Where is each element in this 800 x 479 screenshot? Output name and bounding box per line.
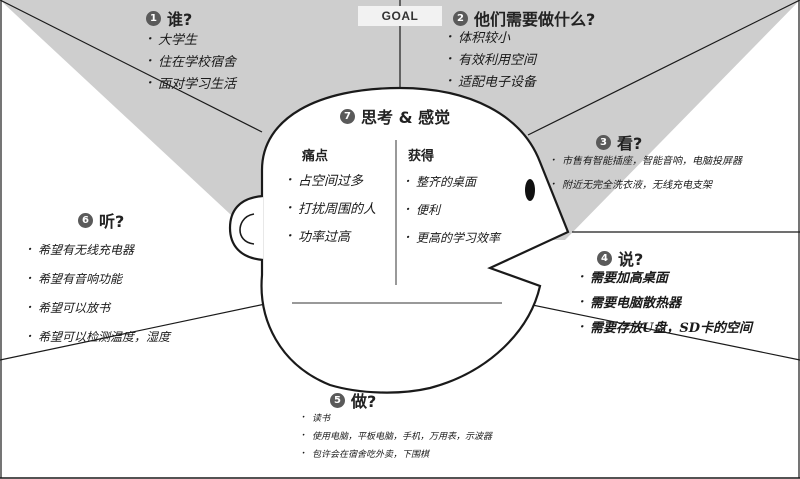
list-item: 便利 xyxy=(404,195,500,224)
list-item: 更高的学习效率 xyxy=(404,223,500,252)
list-item: 适配电子设备 xyxy=(446,71,536,94)
section-number-badge: 4 xyxy=(597,250,612,266)
section-hear-title: 6 听? xyxy=(78,208,124,232)
section-say-notes: 需要加高桌面 需要电脑散热器 需要存放U盘，SD卡的空间 xyxy=(578,265,752,341)
list-item: 大学生 xyxy=(146,29,236,52)
list-item: 包许会在宿舍吃外卖，下围棋 xyxy=(300,445,492,464)
section-who-title: 1 谁? xyxy=(146,6,192,30)
list-item: 整齐的桌面 xyxy=(404,167,500,196)
list-item: 体积较小 xyxy=(446,27,536,50)
section-needs-notes: 体积较小 有效利用空间 适配电子设备 xyxy=(446,27,536,94)
section-say-title: 4 说? xyxy=(597,246,643,270)
list-item: 打扰周围的人 xyxy=(286,195,376,224)
section-say-label: 说? xyxy=(618,250,644,269)
list-item: 有效利用空间 xyxy=(446,49,536,72)
gains-heading: 获得 xyxy=(408,149,435,164)
list-item: 读书 xyxy=(300,409,492,428)
list-item: 希望有音响功能 xyxy=(26,264,170,294)
list-item: 附近无完全洗衣液，无线充电支架 xyxy=(550,173,742,198)
section-do-label: 做? xyxy=(351,392,377,411)
list-item: 占空间过多 xyxy=(286,167,376,196)
list-item: 面对学习生活 xyxy=(146,73,236,96)
section-do-notes: 读书 使用电脑，平板电脑，手机，万用表，示波器 包许会在宿舍吃外卖，下围棋 xyxy=(300,409,492,464)
section-needs-label: 他们需要做什么? xyxy=(474,10,596,29)
section-who-label: 谁? xyxy=(167,10,193,29)
section-think-title: 7 思考 & 感觉 xyxy=(340,104,450,128)
ear-inner xyxy=(239,213,255,245)
list-item: 希望可以放书 xyxy=(26,293,170,323)
ear-outline xyxy=(228,194,264,262)
list-item: 市售有智能插座，智能音响，电脑投屏器 xyxy=(550,149,742,174)
section-number-badge: 7 xyxy=(340,108,355,124)
list-item: 希望可以检测温度，湿度 xyxy=(26,322,170,352)
section-see-notes: 市售有智能插座，智能音响，电脑投屏器 附近无完全洗衣液，无线充电支架 xyxy=(550,149,742,198)
section-number-badge: 5 xyxy=(330,392,345,408)
section-needs-title: 2 他们需要做什么? xyxy=(453,6,595,30)
list-item: 使用电脑，平板电脑，手机，万用表，示波器 xyxy=(300,427,492,446)
section-hear-notes: 希望有无线充电器 希望有音响功能 希望可以放书 希望可以检测温度，湿度 xyxy=(26,235,170,352)
list-item: 需要加高桌面 xyxy=(578,265,752,291)
gains-list: 整齐的桌面 便利 更高的学习效率 xyxy=(404,167,500,252)
eye xyxy=(525,179,535,201)
section-who-notes: 大学生 住在学校宿舍 面对学习生活 xyxy=(146,29,236,96)
goal-label: GOAL xyxy=(358,6,442,26)
section-see-title: 3 看? xyxy=(596,130,642,154)
section-number-badge: 3 xyxy=(596,134,611,150)
list-item: 需要电脑散热器 xyxy=(578,290,752,316)
section-number-badge: 1 xyxy=(146,10,161,26)
pain-points-heading: 痛点 xyxy=(302,149,329,164)
section-number-badge: 2 xyxy=(453,10,468,26)
pain-points-list: 占空间过多 打扰周围的人 功率过高 xyxy=(286,167,376,252)
diagonal-top-left xyxy=(0,0,263,133)
list-item: 希望有无线充电器 xyxy=(26,235,170,265)
list-item: 需要存放U盘，SD卡的空间 xyxy=(578,315,752,341)
section-hear-label: 听? xyxy=(99,212,125,231)
section-think-label: 思考 & 感觉 xyxy=(361,108,451,127)
list-item: 功率过高 xyxy=(286,223,376,252)
section-see-label: 看? xyxy=(617,134,643,153)
section-do-title: 5 做? xyxy=(330,388,376,412)
section-number-badge: 6 xyxy=(78,212,93,228)
list-item: 住在学校宿舍 xyxy=(146,51,236,74)
diagonal-top-right xyxy=(527,0,800,136)
